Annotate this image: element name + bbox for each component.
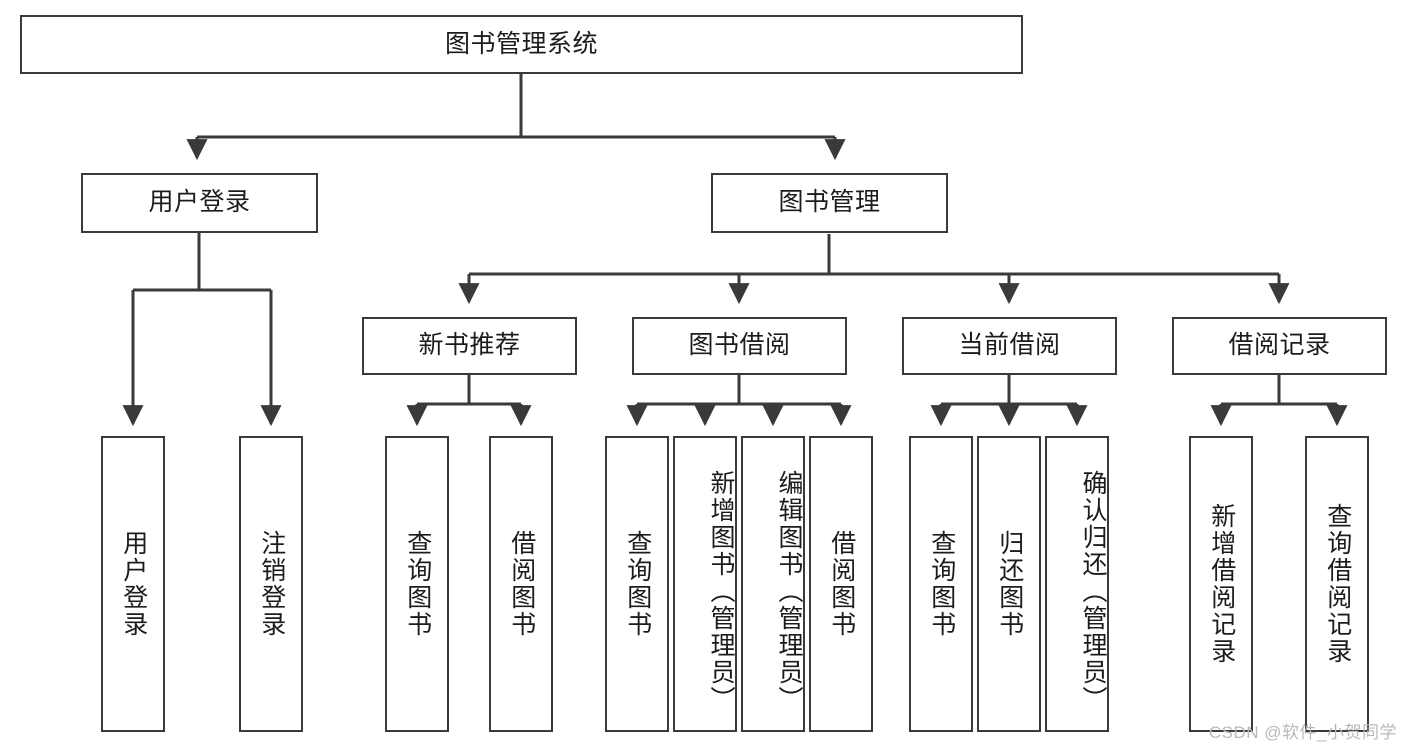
watermark-text: CSDN @软件_小贺同学 — [1208, 723, 1397, 742]
leaf-query-book-1-label: 查询图书 — [403, 530, 432, 638]
node-borrow-record-label: 借阅记录 — [1228, 331, 1331, 360]
leaf-user-login-label: 用户登录 — [119, 530, 148, 638]
node-current-borrow[interactable]: 当前借阅 — [902, 317, 1117, 375]
node-borrow-record[interactable]: 借阅记录 — [1172, 317, 1387, 375]
leaf-logout-label: 注销登录 — [257, 530, 286, 638]
leaf-edit-book-admin-label: 编辑图书（管理员） — [775, 469, 803, 713]
leaf-query-book-3-label: 查询图书 — [927, 530, 956, 638]
leaf-borrow-book-2-label: 借阅图书 — [827, 530, 856, 638]
leaf-query-book-1[interactable]: 查询图书 — [385, 436, 449, 732]
leaf-borrow-book-1[interactable]: 借阅图书 — [489, 436, 553, 732]
node-book-borrow[interactable]: 图书借阅 — [632, 317, 847, 375]
node-user-login[interactable]: 用户登录 — [81, 173, 318, 233]
leaf-query-borrow-record-label: 查询借阅记录 — [1323, 503, 1352, 665]
leaf-return-book[interactable]: 归还图书 — [977, 436, 1041, 732]
node-root[interactable]: 图书管理系统 — [20, 15, 1023, 74]
node-new-book-recommend-label: 新书推荐 — [418, 331, 521, 360]
leaf-confirm-return-admin[interactable]: 确认归还（管理员） — [1045, 436, 1109, 732]
node-root-label: 图书管理系统 — [444, 29, 598, 58]
leaf-edit-book-admin[interactable]: 编辑图书（管理员） — [741, 436, 805, 732]
node-current-borrow-label: 当前借阅 — [958, 331, 1061, 360]
leaf-query-book-2[interactable]: 查询图书 — [605, 436, 669, 732]
node-new-book-recommend[interactable]: 新书推荐 — [362, 317, 577, 375]
node-book-management[interactable]: 图书管理 — [711, 173, 948, 233]
leaf-add-borrow-record-label: 新增借阅记录 — [1207, 503, 1236, 665]
leaf-add-book-admin-label: 新增图书（管理员） — [707, 469, 735, 713]
leaf-borrow-book-2[interactable]: 借阅图书 — [809, 436, 873, 732]
leaf-query-book-3[interactable]: 查询图书 — [909, 436, 973, 732]
leaf-logout[interactable]: 注销登录 — [239, 436, 303, 732]
leaf-user-login[interactable]: 用户登录 — [101, 436, 165, 732]
leaf-borrow-book-1-label: 借阅图书 — [507, 530, 536, 638]
leaf-add-book-admin[interactable]: 新增图书（管理员） — [673, 436, 737, 732]
node-book-borrow-label: 图书借阅 — [688, 331, 791, 360]
leaf-return-book-label: 归还图书 — [995, 530, 1024, 638]
node-book-management-label: 图书管理 — [778, 188, 881, 217]
leaf-query-book-2-label: 查询图书 — [623, 530, 652, 638]
leaf-confirm-return-admin-label: 确认归还（管理员） — [1079, 469, 1107, 713]
leaf-query-borrow-record[interactable]: 查询借阅记录 — [1305, 436, 1369, 732]
node-user-login-label: 用户登录 — [148, 188, 251, 217]
leaf-add-borrow-record[interactable]: 新增借阅记录 — [1189, 436, 1253, 732]
